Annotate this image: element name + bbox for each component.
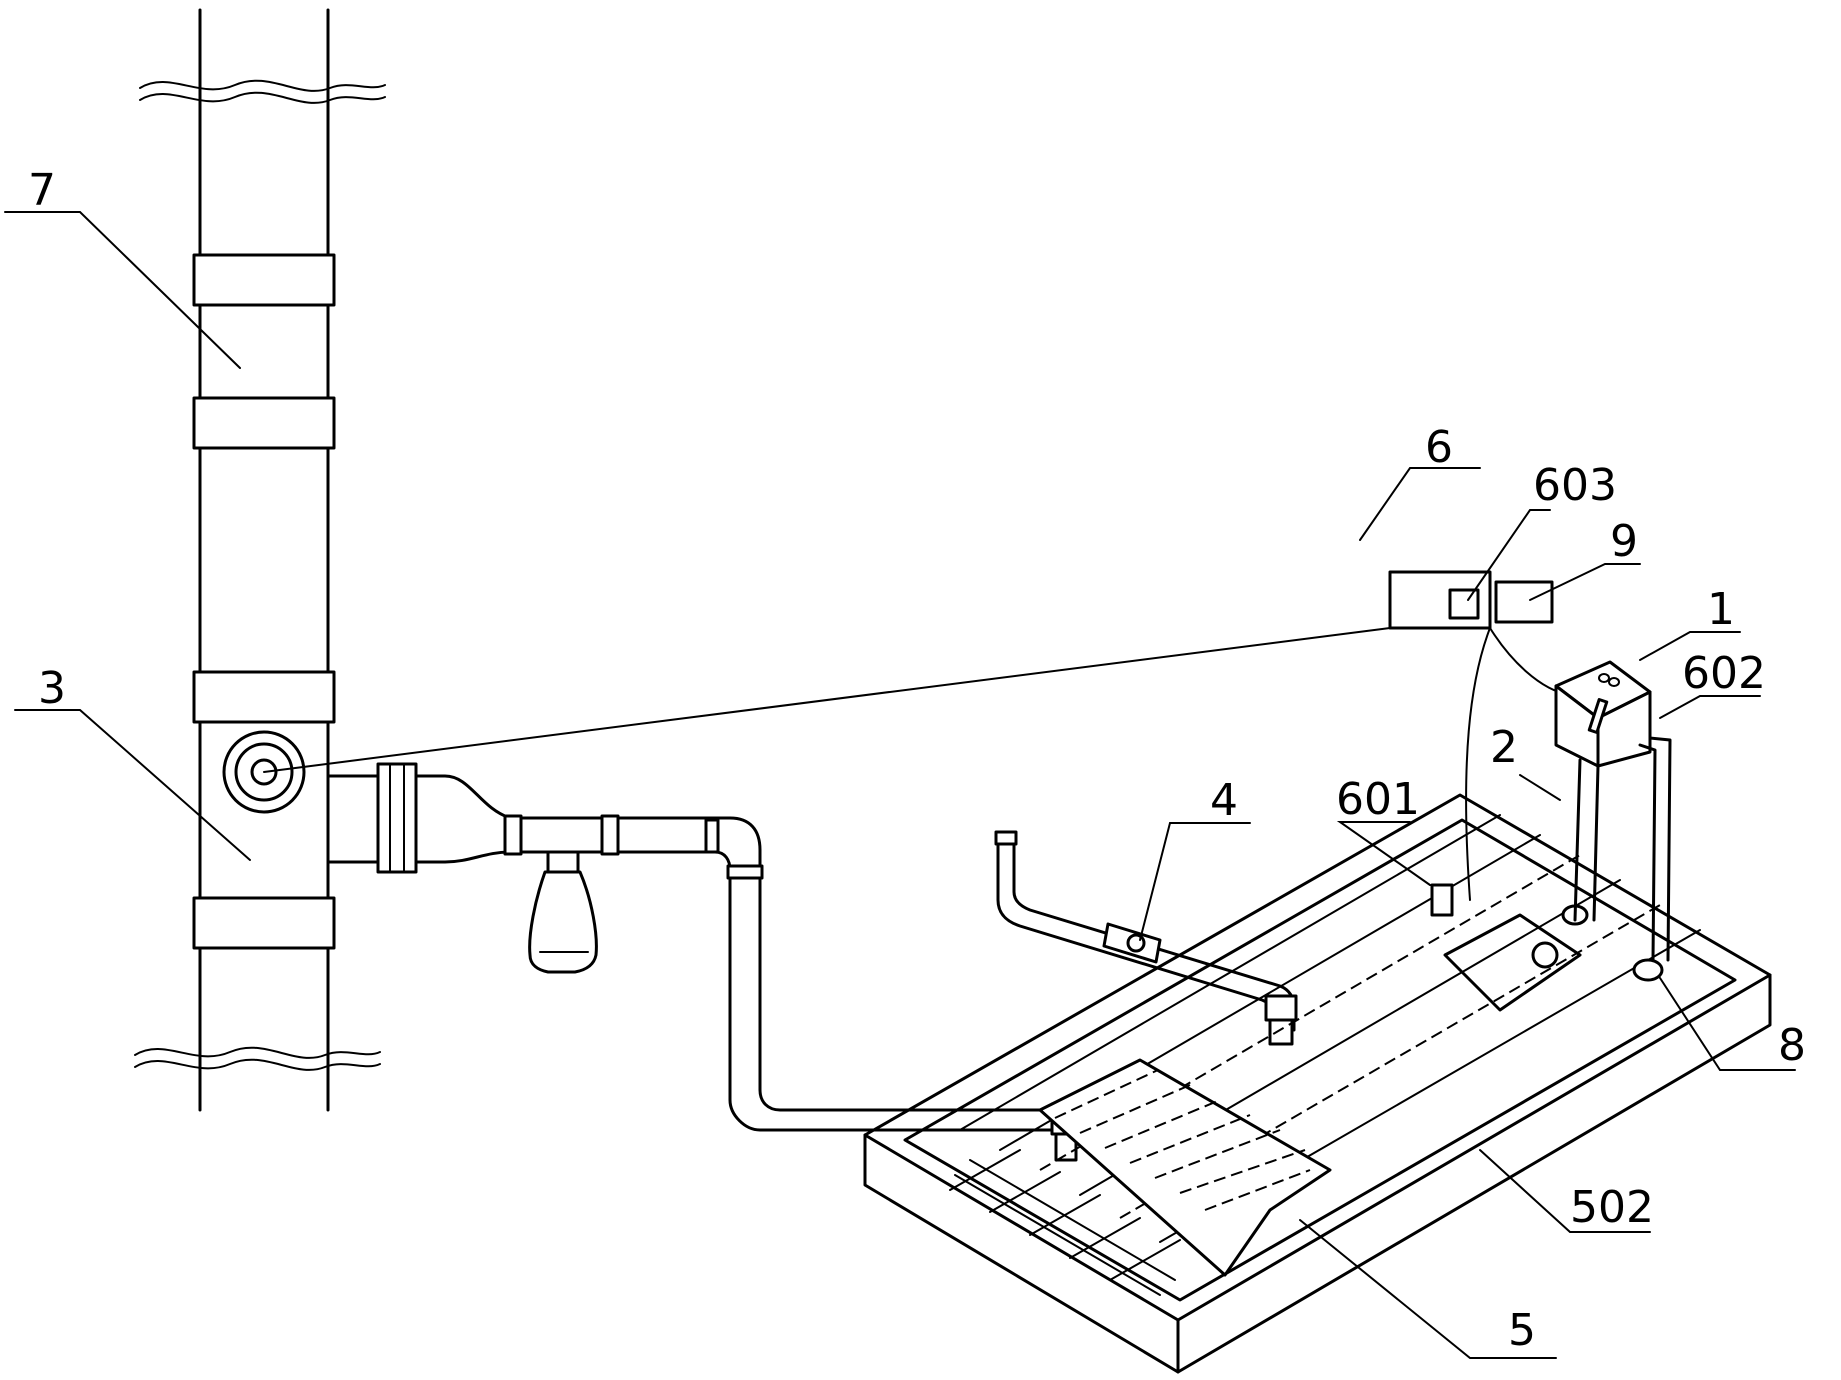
label-502: 502 xyxy=(1570,1182,1654,1233)
controller xyxy=(263,570,1571,901)
label-6: 6 xyxy=(1425,422,1453,473)
label-8: 8 xyxy=(1778,1020,1806,1071)
label-3: 3 xyxy=(38,663,66,714)
box-9 xyxy=(1494,580,1554,624)
vertical-pipe xyxy=(134,8,386,1112)
box-603 xyxy=(1448,588,1480,620)
label-4: 4 xyxy=(1210,775,1238,826)
labels: 7 3 6 603 9 1 602 2 601 4 8 502 5 xyxy=(28,165,1806,1356)
unit-1 xyxy=(1554,660,1672,962)
label-602: 602 xyxy=(1682,648,1766,699)
label-601: 601 xyxy=(1336,774,1420,825)
pipe-collar-4 xyxy=(192,896,336,950)
tray xyxy=(863,793,1772,1374)
label-9: 9 xyxy=(1610,516,1638,567)
pipe-collar-3 xyxy=(192,670,336,724)
label-1: 1 xyxy=(1707,584,1735,635)
tee-body xyxy=(198,720,330,900)
connection-pipe xyxy=(376,762,1080,1162)
pipe-collar-1 xyxy=(192,253,336,307)
leaders xyxy=(4,211,1796,1359)
pipe-4 xyxy=(994,830,1298,1046)
label-5: 5 xyxy=(1508,1305,1536,1356)
label-2: 2 xyxy=(1490,722,1518,773)
fitting-8 xyxy=(1632,958,1664,982)
label-603: 603 xyxy=(1533,460,1617,511)
pipe-collar-2 xyxy=(192,396,336,450)
sensor-601 xyxy=(1430,883,1454,917)
label-7: 7 xyxy=(28,165,56,216)
